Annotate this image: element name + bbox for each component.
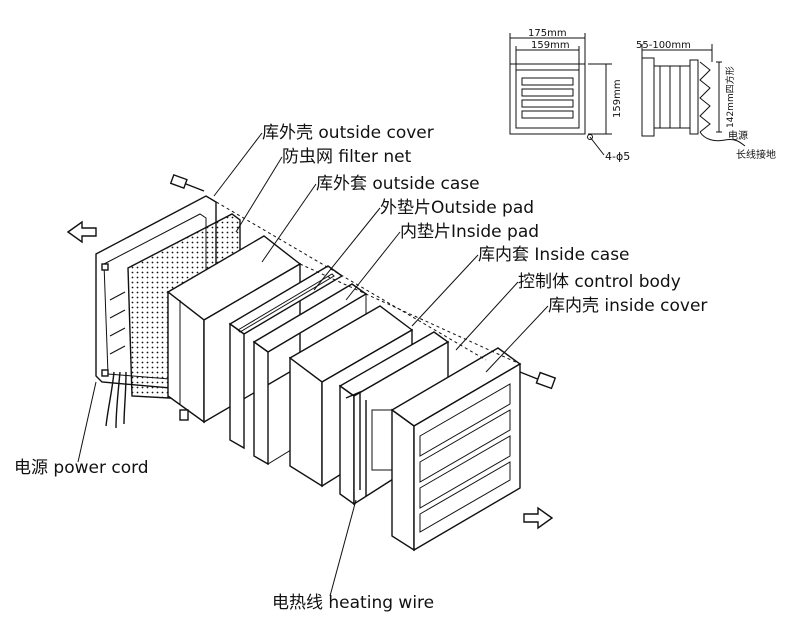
dim-holes: 4-ϕ5 xyxy=(605,150,630,163)
label-inside-case: 库内套 Inside case xyxy=(478,245,630,265)
dim-depth: 55-100mm xyxy=(636,40,691,51)
arrow-left-icon xyxy=(66,220,97,244)
arrow-right-icon xyxy=(523,506,554,530)
bolt-left-icon xyxy=(169,173,205,192)
label-outside-cover: 库外壳 outside cover xyxy=(262,123,434,143)
dim-height: 159mm xyxy=(612,79,623,118)
front-dimension-view: 175mm 159mm 159mm 4-ϕ5 xyxy=(509,28,630,163)
inside-cover-part xyxy=(390,347,522,552)
label-outside-case: 库外套 outside case xyxy=(316,174,480,194)
dim-power-label: 电源 xyxy=(728,129,748,142)
side-dimension-view: 55-100mm 142mm四方形 电源 长线接地 xyxy=(636,40,776,161)
label-inside-cover: 库内壳 inside cover xyxy=(548,296,707,316)
dim-width-outer: 175mm xyxy=(528,28,567,39)
leader-lines xyxy=(77,132,549,597)
label-outside-pad: 外垫片Outside pad xyxy=(380,198,534,218)
dim-ground-label: 长线接地 xyxy=(736,148,776,161)
label-filter-net: 防虫网 filter net xyxy=(282,147,412,167)
label-heating-wire: 电热线 heating wire xyxy=(272,593,434,613)
label-power-cord: 电源 power cord xyxy=(14,458,149,478)
bolt-right-icon xyxy=(519,371,557,390)
dim-side-height: 142mm四方形 xyxy=(724,66,736,128)
label-control-body: 控制体 control body xyxy=(518,272,681,292)
dim-width-inner: 159mm xyxy=(531,40,570,51)
label-inside-pad: 内垫片Inside pad xyxy=(400,222,539,242)
heating-wire-part xyxy=(345,390,367,496)
